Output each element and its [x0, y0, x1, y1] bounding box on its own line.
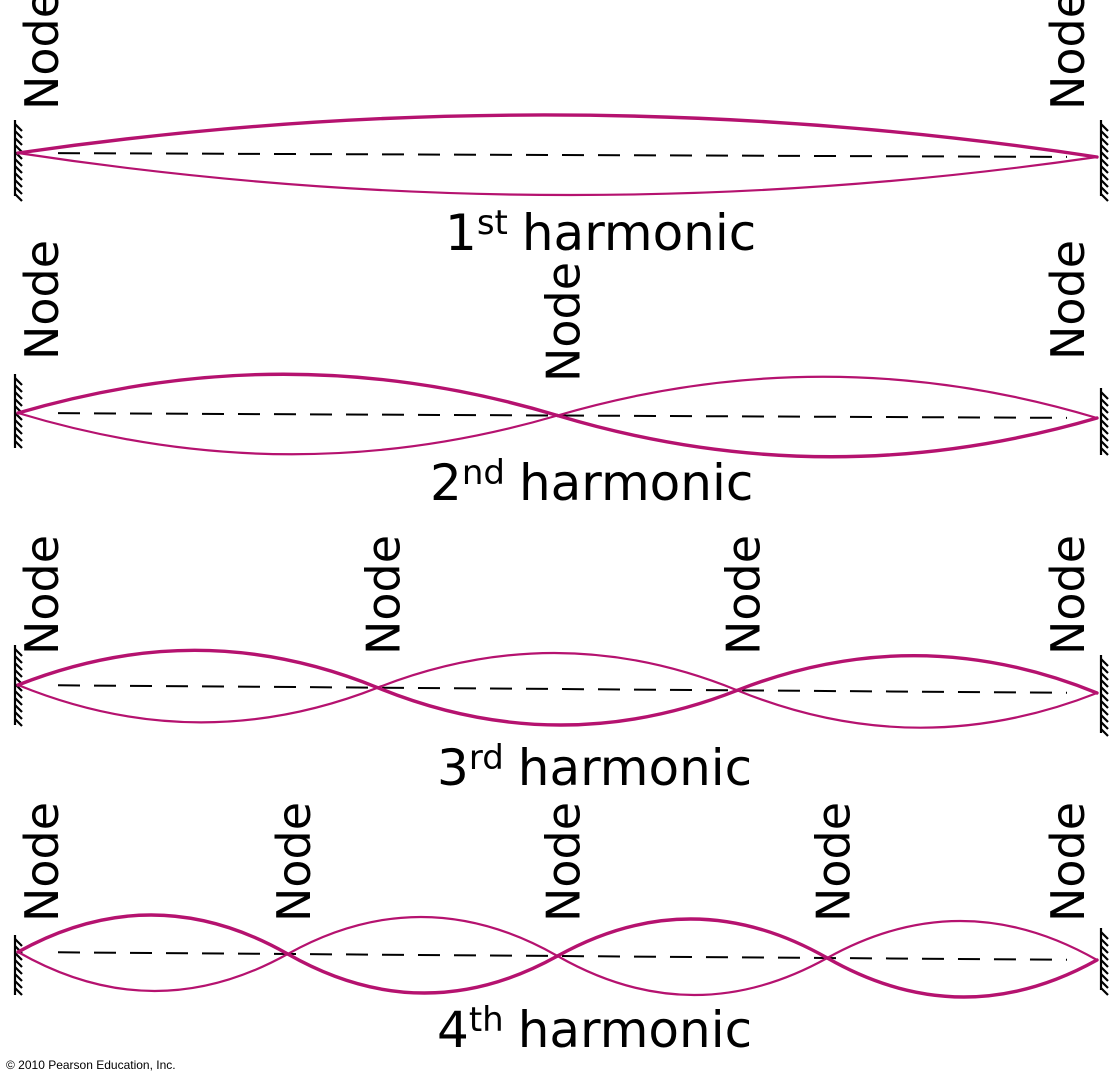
node-label: Node	[15, 240, 69, 360]
harmonic-number: 3	[437, 739, 469, 797]
harmonic-number: 2	[430, 454, 462, 512]
equilibrium-line	[57, 951, 1068, 961]
wave-envelope-loop-1-upper	[16, 113, 1099, 159]
wave-envelope-loop-4-lower	[825, 956, 1099, 999]
harmonic-caption: 4th harmonic	[437, 1000, 752, 1059]
harmonic-caption: 1st harmonic	[445, 203, 756, 262]
wave-envelope-loop-1-lower	[16, 683, 379, 724]
wave-envelope-loop-1-upper	[16, 648, 380, 690]
left-wall	[13, 374, 23, 449]
wave-envelope-loop-3-lower	[736, 689, 1099, 729]
wave-envelope-loop-2-lower	[375, 685, 740, 727]
right-wall	[1099, 388, 1109, 456]
wave-envelope-loop-1-lower	[16, 950, 289, 993]
right-wall	[1099, 928, 1109, 996]
wave-envelope-loop-2-upper	[376, 651, 739, 692]
harmonic-caption: 2nd harmonic	[430, 453, 753, 512]
wave-envelope-loop-2-upper	[286, 915, 559, 958]
wave-envelope-loop-4-upper	[826, 919, 1099, 962]
harmonic-panel-2: Node Node Node 2nd harmonic	[13, 240, 1109, 512]
harmonic-caption: 3rd harmonic	[437, 738, 752, 797]
harmonic-word: harmonic	[522, 204, 756, 262]
wave-envelope-loop-1-upper	[16, 913, 290, 956]
wave-envelope-loop-2-upper	[556, 375, 1099, 420]
node-label: Node	[806, 802, 860, 922]
node-label: Node	[15, 535, 69, 655]
right-wall	[1099, 655, 1109, 737]
node-label: Node	[357, 535, 411, 655]
harmonic-word: harmonic	[519, 454, 753, 512]
left-wall	[13, 120, 23, 202]
harmonic-panel-4: Node Node Node Node Node 4th harmonic	[13, 802, 1109, 1059]
harmonic-panel-1: Node Node 1st harmonic	[13, 0, 1109, 262]
wave-envelope-loop-1-lower	[16, 151, 1099, 197]
wave-envelope-loop-3-lower	[556, 954, 829, 997]
harmonic-ordinal-suffix: th	[469, 1000, 504, 1040]
harmonic-ordinal-suffix: st	[477, 203, 508, 243]
equilibrium-line	[57, 152, 1068, 158]
copyright-text: © 2010 Pearson Education, Inc.	[6, 1058, 176, 1072]
wave-envelope-loop-3-upper	[555, 917, 829, 960]
harmonic-number: 1	[445, 204, 477, 262]
node-label: Node	[15, 802, 69, 922]
harmonic-ordinal-suffix: rd	[469, 738, 504, 778]
node-label: Node	[1041, 240, 1095, 360]
wave-envelope-loop-1-lower	[16, 411, 559, 456]
harmonic-word: harmonic	[518, 1001, 752, 1059]
wave-envelope-loop-2-lower	[286, 952, 560, 995]
harmonic-word: harmonic	[518, 739, 752, 797]
harmonic-panel-3: Node Node Node Node 3rd harmonic	[13, 535, 1109, 797]
wave-envelope-loop-2-lower	[555, 413, 1099, 459]
wave-envelope-loop-1-upper	[16, 372, 560, 418]
equilibrium-line	[57, 684, 1068, 694]
right-wall	[1099, 120, 1109, 202]
harmonic-number: 4	[437, 1001, 469, 1059]
node-label: Node	[537, 802, 591, 922]
node-label: Node	[1041, 802, 1095, 922]
node-label: Node	[537, 262, 591, 382]
node-label: Node	[716, 535, 770, 655]
harmonic-ordinal-suffix: nd	[462, 453, 505, 493]
left-wall	[13, 935, 23, 996]
node-label: Node	[15, 0, 69, 110]
node-label: Node	[267, 802, 321, 922]
node-label: Node	[1041, 0, 1095, 110]
node-label: Node	[1041, 535, 1095, 655]
wave-envelope-loop-3-upper	[735, 653, 1099, 695]
